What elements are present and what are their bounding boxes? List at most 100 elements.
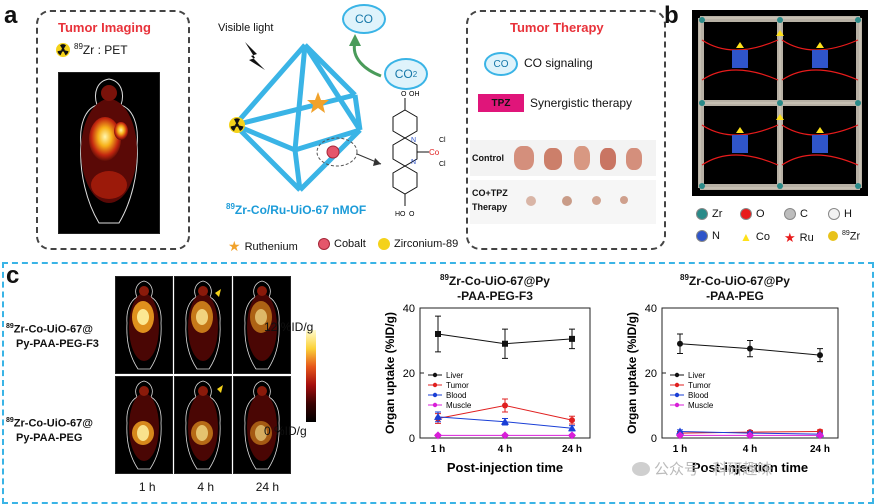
y-tick-label: 0 [651,433,657,445]
colorbar-min-label: 0 %ID/g [264,424,307,438]
atom-icon [828,208,840,220]
data-point [747,345,753,352]
y-tick-label: 20 [645,368,657,380]
radiation-icon [378,238,390,250]
colorbar-max-label: 12 %ID/g [264,320,314,334]
atom-icon [696,208,708,220]
atom-legend-item: H [828,208,852,220]
row2-label: 89Zr-Co-UiO-67@ Py-PAA-PEG [6,417,93,444]
visible-light-label: Visible light [218,22,274,34]
time-label: 1 h [138,480,156,494]
pet-image-mouse [58,72,160,234]
data-point [746,431,754,440]
panel-letter-c: c [6,262,20,289]
triangle-icon: ▲ [740,230,752,244]
atom-icon [740,208,752,220]
legend-label: Muscle [688,401,714,410]
atom-icon [784,208,796,220]
svg-text:Co: Co [429,148,440,157]
svg-text:N: N [411,137,416,144]
tumor-imaging-box [36,10,190,250]
cobalt-icon [318,238,330,250]
x-axis-label: Post-injection time [447,460,563,475]
x-tick-label: 24 h [562,444,582,455]
co-bubble: CO [342,4,386,34]
time-label: 24 h [255,480,280,494]
cobalt-marker [326,145,340,159]
pet-scan-image [174,376,232,474]
co-badge: CO [484,52,518,76]
zirconium-marker [229,117,245,133]
octahedron [233,43,363,192]
data-point [568,424,576,432]
panel-letter-b: b [664,2,679,29]
colorbar [306,330,316,422]
data-point [501,431,509,440]
time-label: 4 h [197,480,214,494]
y-tick-label: 0 [409,433,415,445]
data-point [435,331,441,337]
pet-scan-image [174,276,232,374]
row1-label: 89Zr-Co-UiO-67@ Py-PAA-PEG-F3 [6,323,99,350]
data-point [569,335,575,342]
legend-marker [432,402,438,408]
data-point [817,352,823,359]
y-axis-label: Organ uptake (%ID/g) [625,312,639,434]
data-point [434,431,442,440]
legend-ruthenium: ★Ruthenium [228,238,298,254]
tumor-imaging-title: Tumor Imaging [58,20,151,35]
crystal-structure-image [692,10,868,196]
x-tick-label: 24 h [810,444,830,455]
data-point [568,431,576,440]
svg-text:Cl: Cl [439,161,446,168]
pet-scan-image [233,376,291,474]
data-point [676,431,684,440]
y-tick-label: 40 [403,303,415,315]
y-tick-label: 40 [645,303,657,315]
x-axis-label: Post-injection time [692,460,808,475]
legend-marker [432,392,438,398]
data-point [434,412,442,420]
chart1-title: 89Zr-Co-UiO-67@Py -PAA-PEG-F3 [440,273,550,303]
svg-text:O: O [401,91,407,98]
co-tpz-tumor-photo: CO+TPZ Therapy [470,180,656,224]
star-icon: ★ [784,230,796,245]
x-tick-label: 4 h [498,444,512,455]
ruthenium-star [307,92,329,113]
synergistic-label: Synergistic therapy [530,96,633,110]
legend-label: Muscle [446,401,472,410]
tumor-therapy-title: Tumor Therapy [510,20,604,35]
data-point [502,340,508,347]
legend-label: Tumor [446,381,469,390]
legend-marker [674,372,680,378]
mof-name: 89Zr-Co/Ru-UiO-67 nMOF [226,202,367,217]
tumor-therapy-box [466,10,666,250]
svg-text:OH: OH [409,91,420,98]
time-labels: 1 h 4 h 24 h [118,480,300,494]
svg-text:Cl: Cl [439,137,446,144]
watermark: 公众号 · 科研趣味 [632,458,772,479]
atom-legend-item: O [740,208,765,220]
wechat-icon [632,461,650,476]
legend-marker [432,382,438,388]
legend-marker [674,392,680,398]
svg-text:N: N [411,159,416,166]
legend-label: Tumor [688,381,711,390]
svg-text:HO: HO [395,211,406,218]
legend-marker [432,372,438,378]
y-axis-label: Organ uptake (%ID/g) [383,312,397,434]
star-icon: ★ [228,238,241,254]
legend-marker [674,402,680,408]
atom-legend-item: ▲Co [740,230,770,244]
x-tick-label: 4 h [743,444,757,455]
legend-label: Blood [446,391,466,400]
atom-legend-item: N [696,230,720,242]
atom-legend-item: ★Ru [784,230,814,245]
co-signaling-label: CO signaling [524,56,593,70]
legend-marker [674,382,680,388]
legend-label: Liver [446,371,464,380]
